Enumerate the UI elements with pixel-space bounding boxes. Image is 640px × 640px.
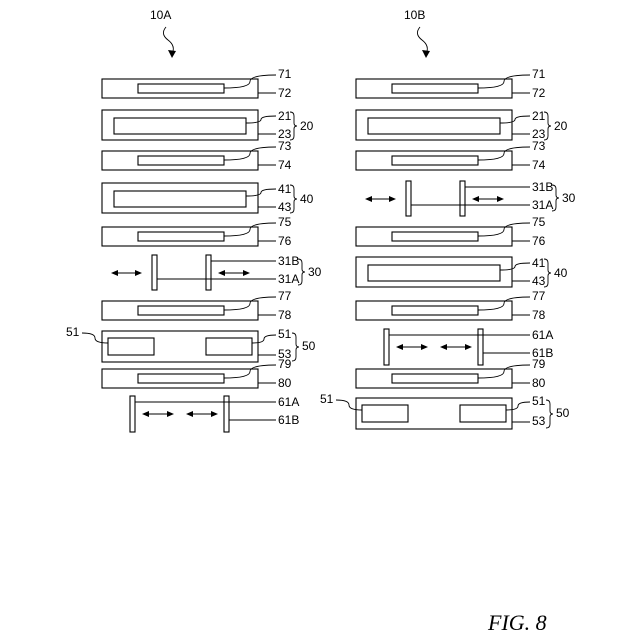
arrow-right-0 bbox=[218, 270, 250, 276]
group-30: 30 bbox=[562, 191, 576, 205]
movable-plate-31A bbox=[152, 255, 157, 290]
label-43: 43 bbox=[532, 274, 546, 288]
brace-50 bbox=[546, 400, 553, 428]
plate-inner-41 bbox=[368, 265, 500, 281]
label-left-51: 51 bbox=[320, 392, 334, 406]
block-left-50 bbox=[108, 338, 154, 355]
label-71: 71 bbox=[532, 67, 546, 81]
label-78: 78 bbox=[278, 308, 292, 322]
label-76: 76 bbox=[278, 234, 292, 248]
label-76: 76 bbox=[532, 234, 546, 248]
label-71: 71 bbox=[278, 67, 292, 81]
label-77: 77 bbox=[278, 289, 292, 303]
group-40: 40 bbox=[554, 266, 568, 280]
label-74: 74 bbox=[278, 158, 292, 172]
block-left-50 bbox=[362, 405, 408, 422]
title-arrow-0 bbox=[163, 27, 173, 54]
title-arrowhead-0 bbox=[168, 50, 176, 58]
label-51: 51 bbox=[532, 394, 546, 408]
movable-plate-31B bbox=[460, 181, 465, 216]
label-78: 78 bbox=[532, 308, 546, 322]
label-79: 79 bbox=[532, 357, 546, 371]
label-73: 73 bbox=[532, 139, 546, 153]
block-right-50 bbox=[206, 338, 252, 355]
figure-caption: FIG. 8 bbox=[487, 610, 547, 635]
group-50: 50 bbox=[302, 339, 316, 353]
label-61A: 61A bbox=[532, 328, 553, 342]
label-21: 21 bbox=[278, 109, 292, 123]
plate-inner-79 bbox=[392, 374, 478, 383]
plate-inner-77 bbox=[392, 306, 478, 315]
label-41: 41 bbox=[532, 256, 546, 270]
arrow-b-0 bbox=[186, 411, 218, 417]
plate-inner-21 bbox=[368, 118, 500, 134]
movable-plate-31B bbox=[206, 255, 211, 290]
label-75: 75 bbox=[278, 215, 292, 229]
group-20: 20 bbox=[300, 119, 314, 133]
arrow-right-1 bbox=[472, 196, 504, 202]
label-31A: 31A bbox=[278, 272, 299, 286]
plate-inner-41 bbox=[114, 191, 246, 207]
group-30: 30 bbox=[308, 265, 322, 279]
movable-plate-61B bbox=[224, 396, 229, 432]
label-73: 73 bbox=[278, 139, 292, 153]
plate-inner-77 bbox=[138, 306, 224, 315]
title-10b: 10B bbox=[404, 8, 425, 22]
label-77: 77 bbox=[532, 289, 546, 303]
brace-50 bbox=[292, 333, 299, 361]
arrow-b-1 bbox=[440, 344, 472, 350]
movable-plate-61A bbox=[384, 329, 389, 365]
plate-inner-73 bbox=[138, 156, 224, 165]
label-61A: 61A bbox=[278, 395, 299, 409]
label-61B: 61B bbox=[278, 413, 299, 427]
label-41: 41 bbox=[278, 182, 292, 196]
plate-inner-21 bbox=[114, 118, 246, 134]
label-31B: 31B bbox=[532, 180, 553, 194]
movable-plate-31A bbox=[406, 181, 411, 216]
label-75: 75 bbox=[532, 215, 546, 229]
plate-inner-75 bbox=[392, 232, 478, 241]
title-10a: 10A bbox=[150, 8, 171, 22]
label-21: 21 bbox=[532, 109, 546, 123]
arrow-left-1 bbox=[365, 196, 396, 202]
plate-inner-75 bbox=[138, 232, 224, 241]
arrow-left-0 bbox=[111, 270, 142, 276]
label-31B: 31B bbox=[278, 254, 299, 268]
label-80: 80 bbox=[278, 376, 292, 390]
title-arrowhead-1 bbox=[422, 50, 430, 58]
label-74: 74 bbox=[532, 158, 546, 172]
title-arrow-1 bbox=[417, 27, 427, 54]
movable-plate-61A bbox=[130, 396, 135, 432]
label-72: 72 bbox=[278, 86, 292, 100]
block-right-50 bbox=[460, 405, 506, 422]
label-31A: 31A bbox=[532, 198, 553, 212]
plate-inner-71 bbox=[392, 84, 478, 93]
arrow-a-0 bbox=[142, 411, 174, 417]
label-72: 72 bbox=[532, 86, 546, 100]
label-51: 51 bbox=[278, 327, 292, 341]
group-40: 40 bbox=[300, 192, 314, 206]
label-43: 43 bbox=[278, 200, 292, 214]
label-53: 53 bbox=[532, 414, 546, 428]
plate-inner-71 bbox=[138, 84, 224, 93]
plate-inner-79 bbox=[138, 374, 224, 383]
group-20: 20 bbox=[554, 119, 568, 133]
movable-plate-61B bbox=[478, 329, 483, 365]
label-80: 80 bbox=[532, 376, 546, 390]
arrow-a-1 bbox=[396, 344, 428, 350]
group-50: 50 bbox=[556, 406, 570, 420]
label-79: 79 bbox=[278, 357, 292, 371]
label-left-51: 51 bbox=[66, 325, 80, 339]
plate-inner-73 bbox=[392, 156, 478, 165]
